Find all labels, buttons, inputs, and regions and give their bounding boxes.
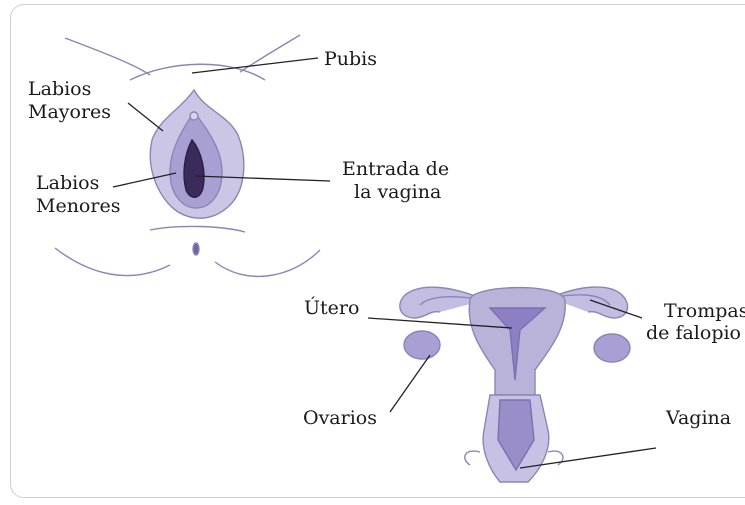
leader-labios-mayores (128, 103, 163, 131)
label-trompas-line2: de falopio (646, 322, 741, 344)
vulva-illustration (55, 35, 320, 276)
label-vagina: Vagina (666, 407, 731, 429)
thigh-line-left (65, 38, 150, 75)
uterus-illustration (400, 287, 630, 482)
label-labios-mayores-line1: Labios (28, 78, 91, 100)
label-labios-menores-line2: Menores (36, 195, 120, 217)
buttock-line-right (215, 250, 320, 276)
label-entrada-line2: la vagina (354, 181, 441, 203)
label-ovarios: Ovarios (303, 407, 377, 429)
label-trompas-line1: Trompas (664, 300, 745, 322)
gluteal-curve (150, 226, 245, 232)
buttock-line-left (55, 248, 170, 276)
anus (193, 243, 199, 255)
leader-ovarios (390, 355, 430, 412)
ovary-right (594, 334, 630, 362)
label-labios-menores-line1: Labios (36, 172, 99, 194)
leader-pubis (192, 58, 318, 73)
label-utero: Útero (304, 297, 359, 319)
label-entrada-line1: Entrada de (342, 158, 449, 180)
clitoris (190, 112, 198, 120)
label-pubis: Pubis (324, 48, 377, 70)
label-labios-mayores-line2: Mayores (28, 101, 111, 123)
ovary-left (404, 331, 440, 359)
